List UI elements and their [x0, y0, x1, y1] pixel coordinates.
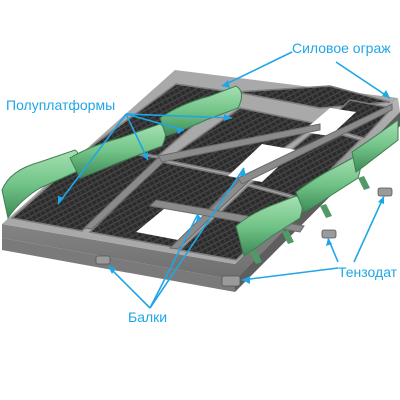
callout-arrowheads	[58, 80, 390, 284]
half-leader-2	[125, 113, 149, 161]
half-leader-1	[57, 113, 127, 205]
cell-leader-3	[353, 195, 385, 263]
label-load-cells: Тензодат	[338, 264, 398, 280]
beam-leader-1	[107, 265, 151, 309]
load-cell-icons	[95, 187, 393, 287]
half-leader-3	[125, 113, 233, 119]
label-power-guard: Силовое ограж	[292, 40, 391, 56]
label-half-platforms: Полуплатформы	[6, 97, 116, 113]
label-beams: Балки	[128, 309, 168, 325]
right-guard	[235, 119, 399, 264]
beam-leader-2	[149, 213, 199, 309]
half-leader-4	[125, 113, 185, 131]
beams	[82, 103, 393, 250]
guard-leader-2	[335, 61, 391, 99]
beam-leader-3	[149, 167, 245, 309]
cell-leader-1	[241, 267, 339, 281]
guard-leader-1	[221, 51, 293, 87]
left-guard	[1, 85, 242, 220]
